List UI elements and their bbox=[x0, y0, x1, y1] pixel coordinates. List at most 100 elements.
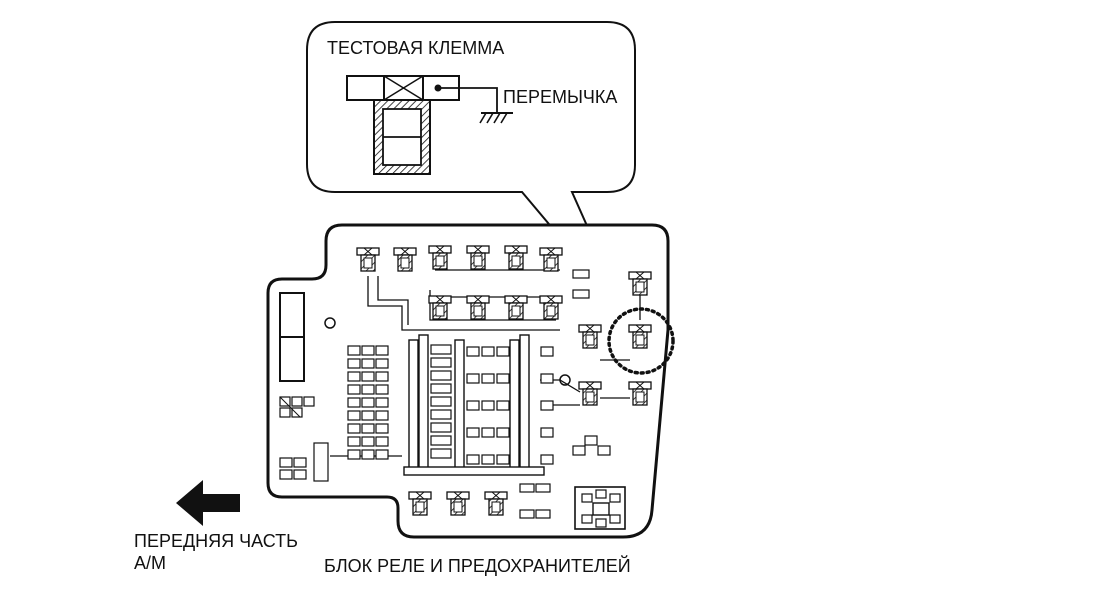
relay-x-mark bbox=[511, 295, 521, 304]
fuse bbox=[430, 357, 452, 368]
fuse bbox=[361, 397, 375, 408]
fuse bbox=[597, 445, 611, 456]
fuse bbox=[540, 454, 554, 465]
fuse bbox=[584, 435, 598, 446]
relay-x-mark bbox=[546, 247, 556, 256]
relay-x-mark bbox=[400, 247, 410, 256]
relay-x-mark bbox=[635, 324, 645, 333]
relay-x-mark bbox=[473, 245, 483, 254]
fuse bbox=[540, 373, 554, 384]
fuse bbox=[361, 449, 375, 460]
relay-window bbox=[435, 305, 445, 317]
relay-window bbox=[491, 501, 501, 513]
fuse bbox=[347, 410, 361, 421]
test-terminal-connector bbox=[346, 75, 460, 175]
relay-x-mark bbox=[546, 295, 556, 304]
fuse bbox=[430, 422, 452, 433]
relay-window bbox=[585, 391, 595, 403]
fuse bbox=[347, 371, 361, 382]
fuse bbox=[481, 373, 495, 384]
fuse bbox=[466, 373, 480, 384]
relay-x-mark bbox=[415, 491, 425, 500]
test-terminal-highlight bbox=[607, 307, 675, 375]
fuse bbox=[291, 407, 303, 418]
fuse bbox=[430, 344, 452, 355]
test-terminal-label: ТЕСТОВАЯ КЛЕММА bbox=[327, 38, 505, 58]
relay-x-mark bbox=[635, 381, 645, 390]
relay-x-mark bbox=[473, 295, 483, 304]
fuse bbox=[291, 396, 303, 407]
relay-x-mark bbox=[435, 245, 445, 254]
fuse bbox=[361, 384, 375, 395]
fuse bbox=[430, 396, 452, 407]
relay-window bbox=[546, 257, 556, 269]
fuse bbox=[496, 373, 510, 384]
relay-window bbox=[473, 255, 483, 267]
fuse bbox=[347, 345, 361, 356]
fuse bbox=[375, 358, 389, 369]
relay-fuse-block-label: БЛОК РЕЛЕ И ПРЕДОХРАНИТЕЛЕЙ bbox=[324, 556, 631, 576]
relay-window bbox=[400, 257, 410, 269]
relay-window bbox=[511, 305, 521, 317]
relay-x-mark bbox=[585, 381, 595, 390]
relay-x-mark bbox=[491, 491, 501, 500]
fuse bbox=[375, 436, 389, 447]
fuse bbox=[375, 345, 389, 356]
fuse bbox=[375, 384, 389, 395]
fuse bbox=[375, 449, 389, 460]
fuse bbox=[496, 427, 510, 438]
fuse bbox=[375, 423, 389, 434]
fuse bbox=[375, 397, 389, 408]
fuse bbox=[572, 289, 590, 299]
fuse bbox=[496, 454, 510, 465]
fuse bbox=[481, 346, 495, 357]
relay-x-mark bbox=[511, 245, 521, 254]
fuse bbox=[481, 454, 495, 465]
relay-x-mark bbox=[585, 324, 595, 333]
fuse bbox=[609, 514, 621, 524]
relay-window bbox=[453, 501, 463, 513]
vehicle-front-label-line1: ПЕРЕДНЯЯ ЧАСТЬ bbox=[134, 531, 298, 551]
fuse bbox=[540, 400, 554, 411]
fuse bbox=[347, 436, 361, 447]
fuse bbox=[496, 346, 510, 357]
relay-x-mark bbox=[435, 295, 445, 304]
fuse bbox=[535, 509, 551, 519]
fuse bbox=[466, 427, 480, 438]
fuse bbox=[303, 396, 315, 407]
relay-window bbox=[635, 281, 645, 293]
fuse bbox=[347, 449, 361, 460]
relay-x-mark bbox=[635, 271, 645, 280]
fuse bbox=[430, 409, 452, 420]
vehicle-front-label-line2: А/М bbox=[134, 553, 167, 573]
fuse bbox=[581, 493, 593, 503]
fuse bbox=[347, 423, 361, 434]
relay-window bbox=[435, 255, 445, 267]
fuse bbox=[466, 346, 480, 357]
fuse-x-mark bbox=[279, 396, 301, 418]
fuse bbox=[595, 489, 607, 499]
jumper-label: ПЕРЕМЫЧКА bbox=[503, 87, 618, 107]
terminal-pin bbox=[434, 84, 442, 92]
fuse bbox=[293, 469, 307, 480]
relay-window bbox=[415, 501, 425, 513]
fuse bbox=[361, 410, 375, 421]
relay-window bbox=[473, 305, 483, 317]
relay-x-mark bbox=[363, 247, 373, 256]
relay-x-mark bbox=[453, 491, 463, 500]
relay-window bbox=[363, 257, 373, 269]
fuse bbox=[430, 370, 452, 381]
relay-components bbox=[279, 245, 652, 530]
fuse bbox=[279, 469, 293, 480]
fuse bbox=[572, 445, 586, 456]
fuse bbox=[347, 358, 361, 369]
fuse bbox=[519, 509, 535, 519]
fuse bbox=[581, 514, 593, 524]
fuse bbox=[313, 442, 329, 482]
fuse bbox=[361, 358, 375, 369]
fuse bbox=[595, 518, 607, 528]
fuse bbox=[540, 346, 554, 357]
fuse bbox=[375, 410, 389, 421]
